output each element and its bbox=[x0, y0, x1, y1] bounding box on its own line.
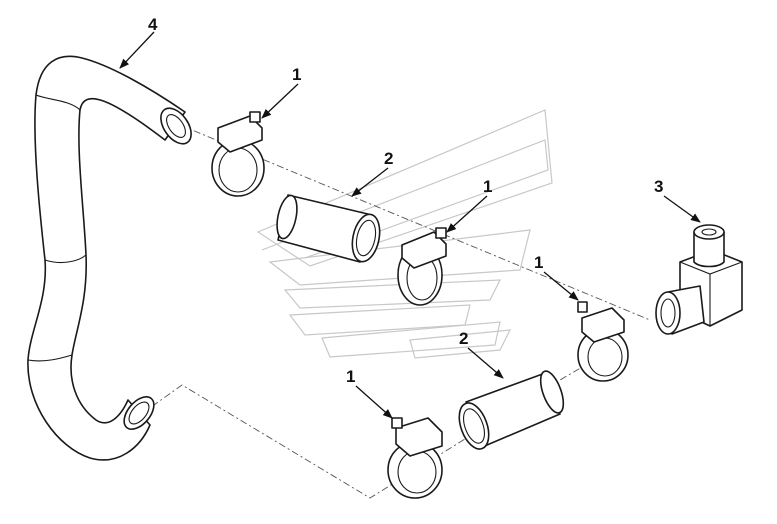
callout-1-clamp-top: 1 bbox=[292, 65, 301, 84]
leader-2-top bbox=[351, 167, 389, 197]
callout-1-clamp-bottom: 1 bbox=[346, 367, 355, 386]
callout-1-clamp-right: 1 bbox=[534, 253, 543, 272]
leader-1-top bbox=[261, 83, 299, 119]
leader-4 bbox=[119, 31, 155, 69]
callout-2-sleeve-bottom: 2 bbox=[459, 329, 468, 348]
leader-1-middle bbox=[446, 195, 488, 233]
callout-1-clamp-middle: 1 bbox=[483, 177, 492, 196]
formed-hose bbox=[27, 55, 192, 461]
hose-clamp-top bbox=[211, 111, 265, 197]
leader-3 bbox=[663, 195, 701, 223]
hose-sleeve-bottom bbox=[458, 370, 565, 450]
leader-2-bottom bbox=[467, 347, 504, 379]
hose-sleeve-top bbox=[276, 194, 381, 263]
callouts: 4 1 2 1 3 1 2 1 bbox=[119, 15, 701, 419]
callout-4-hose: 4 bbox=[148, 15, 158, 34]
hose-clamp-bottom bbox=[387, 417, 443, 499]
callout-3-elbow: 3 bbox=[654, 177, 663, 196]
hose-clamp-right bbox=[577, 301, 629, 382]
leader-1-bottom bbox=[355, 385, 393, 419]
hose-clamp-middle bbox=[397, 227, 447, 306]
callout-2-sleeve-top: 2 bbox=[384, 149, 393, 168]
assembly-center-lines bbox=[139, 124, 651, 499]
elbow-fitting bbox=[655, 224, 743, 335]
leader-1-right bbox=[543, 271, 579, 301]
